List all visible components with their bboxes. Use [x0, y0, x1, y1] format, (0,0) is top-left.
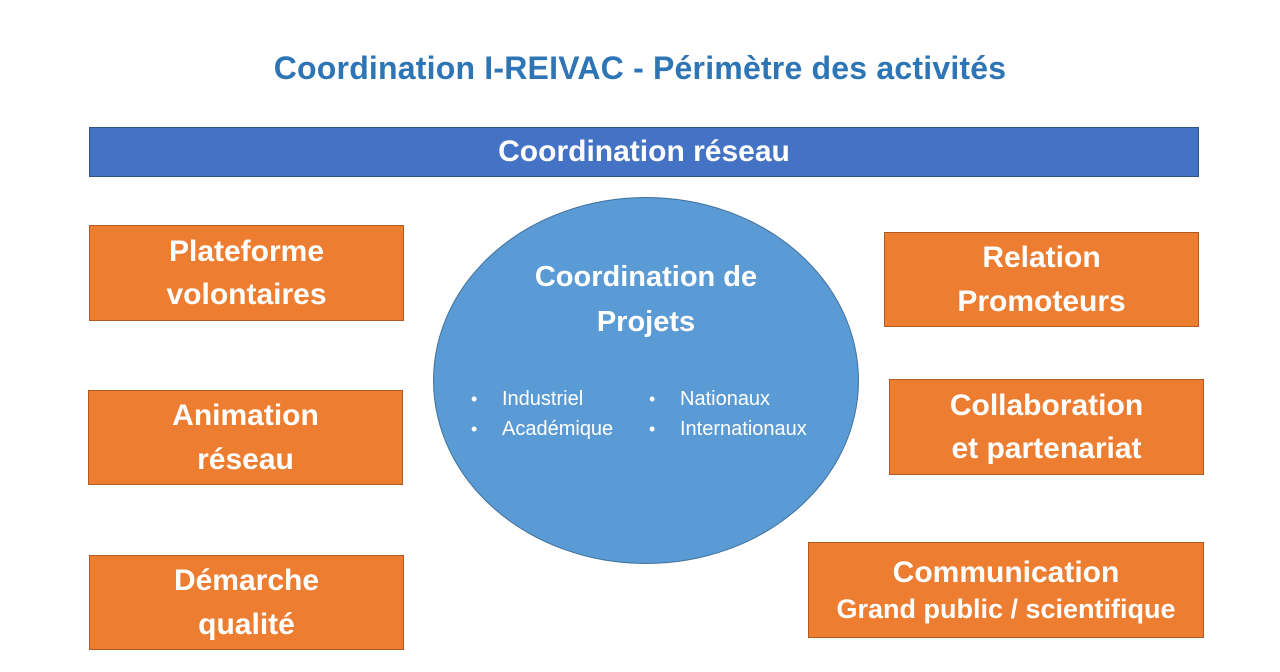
box-label-line1: Animation	[172, 399, 319, 432]
ellipse-title-line1: Coordination de	[534, 261, 758, 293]
ellipse-title: Coordination de Projets	[433, 255, 859, 345]
box-label-line1: Collaboration	[949, 388, 1144, 422]
coordination-projets-ellipse	[433, 197, 859, 564]
coordination-reseau-banner: Coordination réseau	[89, 127, 1199, 177]
box-label-line1: Démarche	[173, 564, 320, 597]
bullet-item: Académique	[471, 414, 613, 444]
box-communication: Communication Grand public / scientifiqu…	[808, 542, 1204, 638]
box-label-line2: qualité	[198, 607, 295, 641]
bullet-list-left: Industriel Académique	[471, 384, 613, 444]
bullet-list-right: Nationaux Internationaux	[649, 384, 807, 444]
bullet-item: Nationaux	[649, 384, 807, 414]
box-label-line1: Communication	[892, 555, 1120, 589]
box-label-line2: Grand public / scientifique	[836, 593, 1176, 624]
box-label-line2: Promoteurs	[957, 284, 1126, 318]
ellipse-title-line2: Projets	[596, 305, 696, 338]
box-label-line1: Relation	[982, 241, 1101, 274]
box-relation-promoteurs: Relation Promoteurs	[884, 232, 1199, 327]
box-label-line1: Plateforme	[168, 234, 325, 268]
box-demarche-qualite: Démarche qualité	[89, 555, 404, 650]
bullet-item: Internationaux	[649, 414, 807, 444]
box-plateforme-volontaires: Plateforme volontaires	[89, 225, 404, 321]
slide-title: Coordination I-REIVAC - Périmètre des ac…	[273, 50, 1007, 86]
box-label-line2: et partenariat	[951, 432, 1142, 465]
bullet-item: Industriel	[471, 384, 613, 414]
box-label-line2: réseau	[197, 442, 294, 476]
box-collaboration-partenariat: Collaboration et partenariat	[889, 379, 1204, 475]
box-label-line2: volontaires	[166, 278, 327, 311]
box-animation-reseau: Animation réseau	[88, 390, 403, 485]
